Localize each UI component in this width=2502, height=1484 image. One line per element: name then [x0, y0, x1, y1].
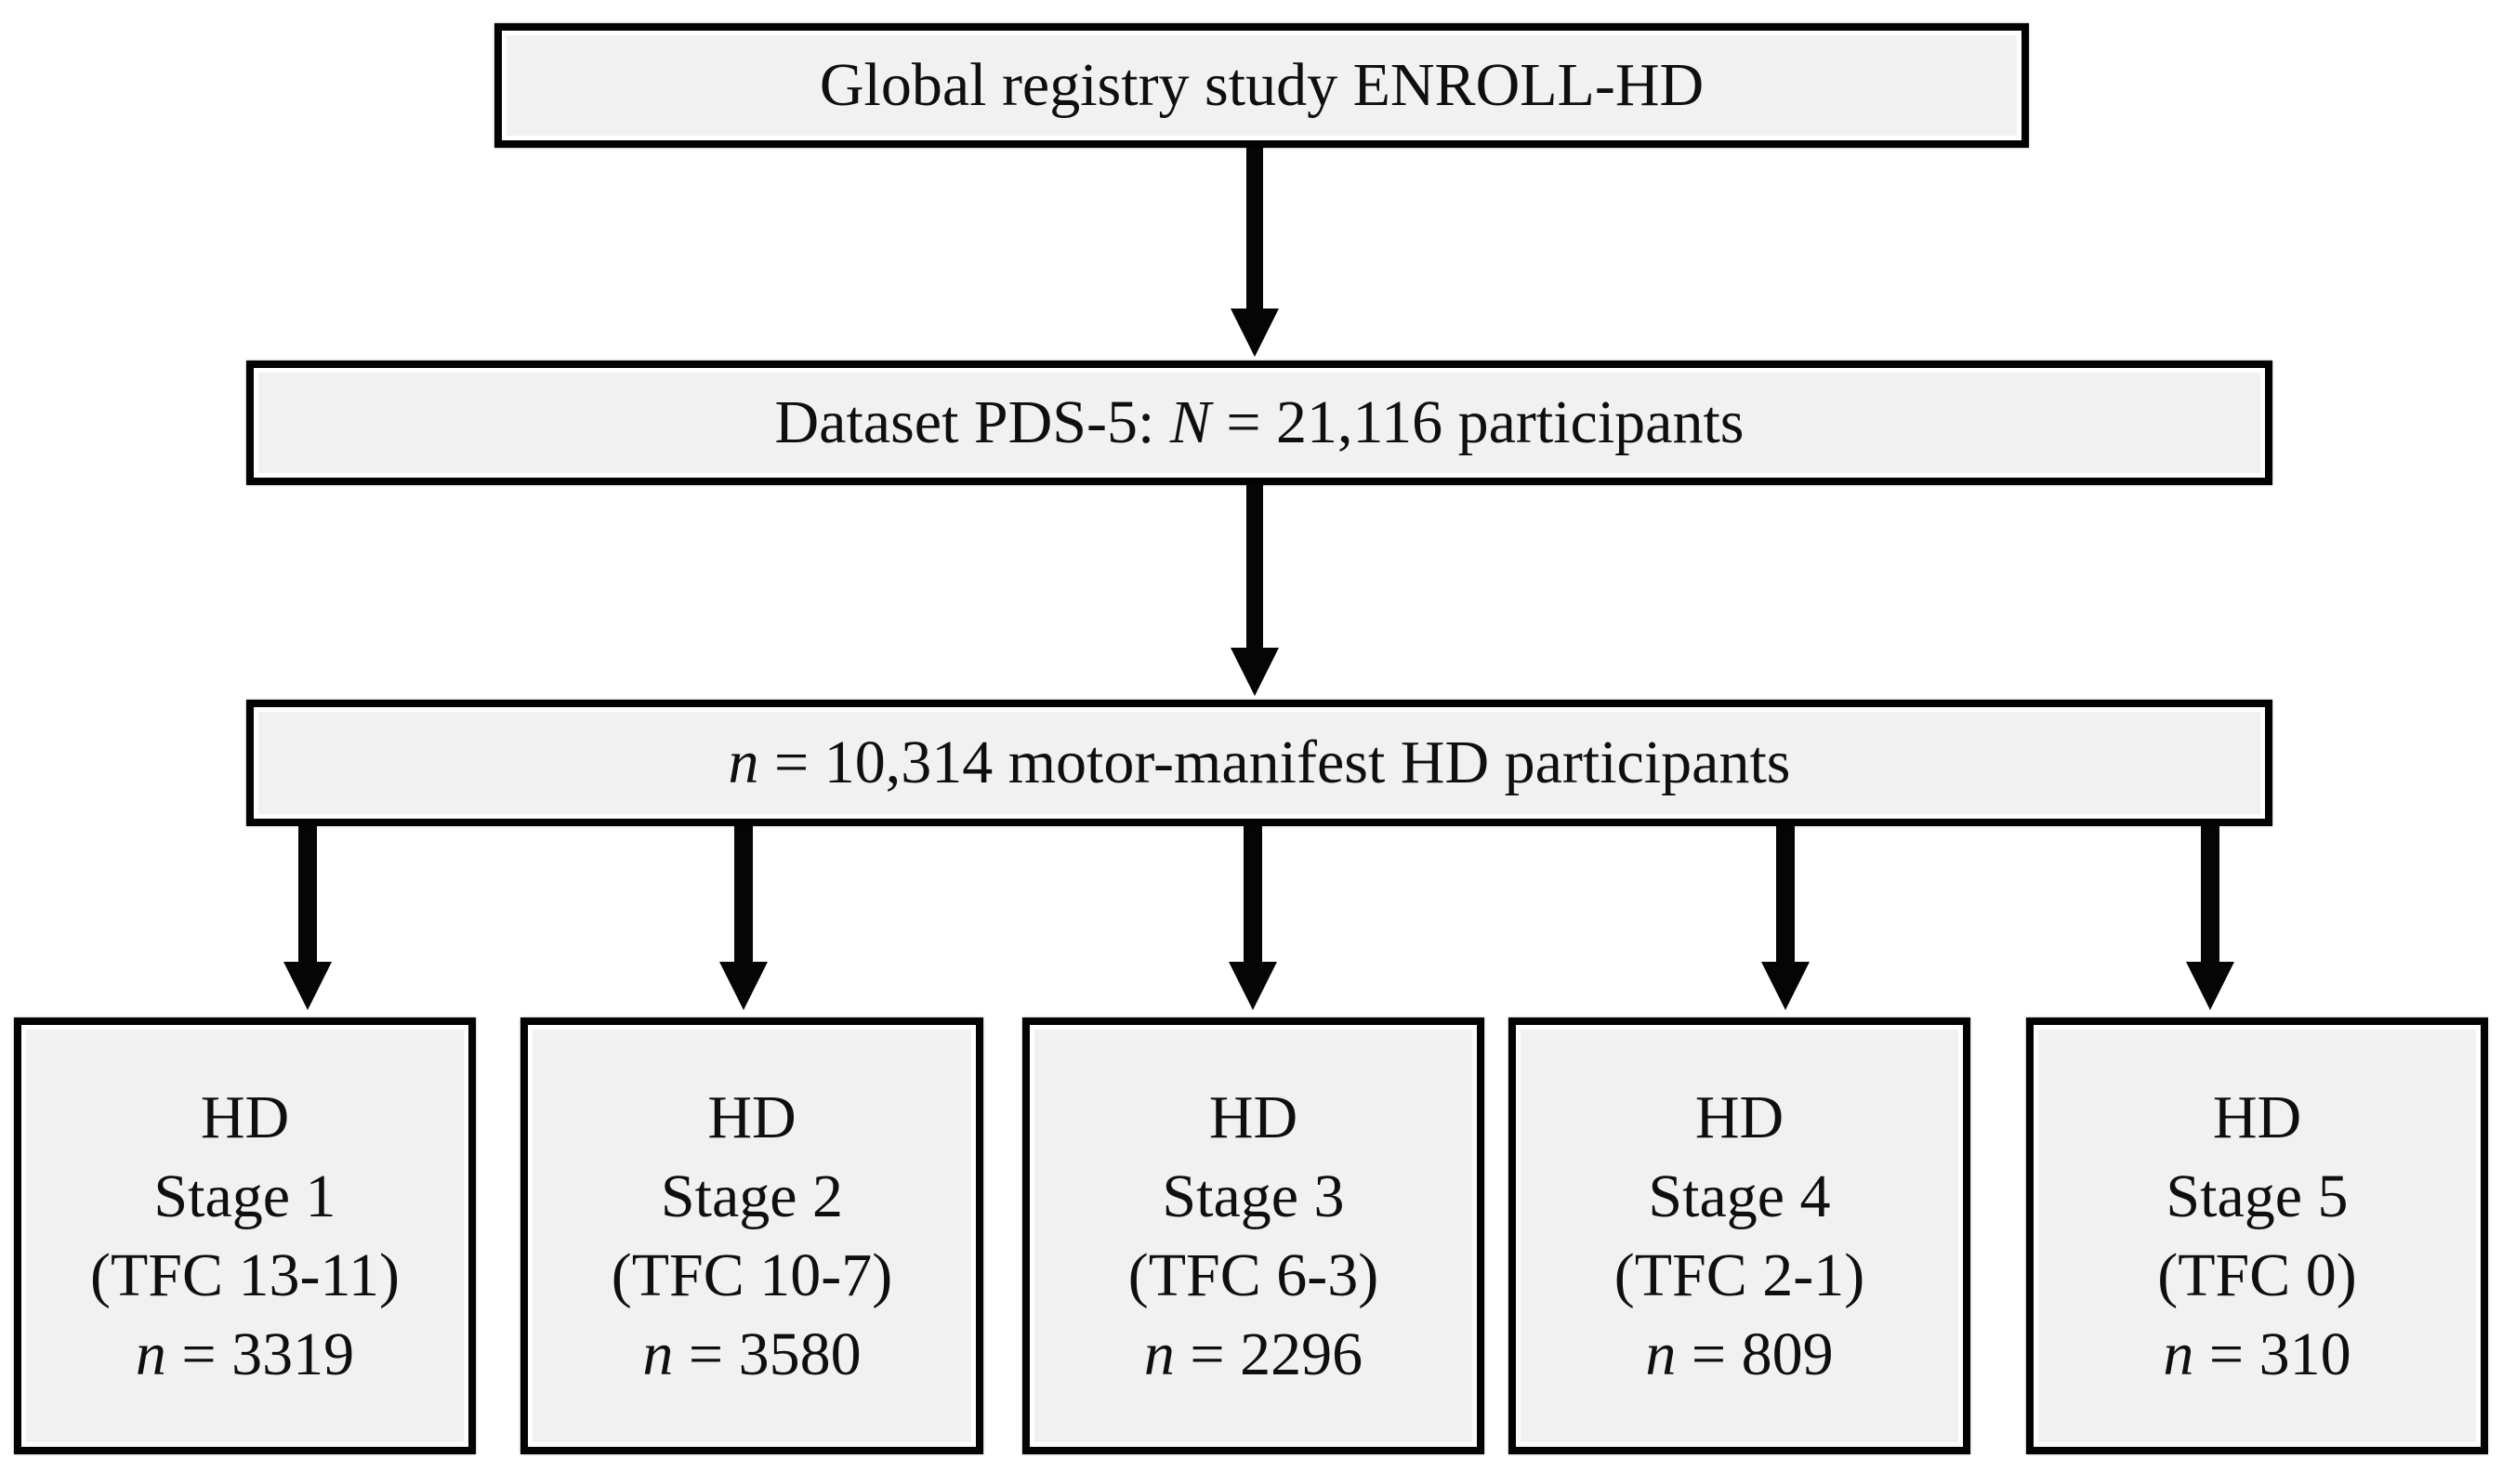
- stage2-tfc: (TFC 10-7): [611, 1241, 893, 1309]
- stage4-disease: HD: [1694, 1083, 1784, 1151]
- stage2-count: n = 3580: [642, 1320, 862, 1388]
- enroll-hd-box: Global registry study ENROLL-HD: [494, 23, 2029, 148]
- dataset-pds5-label: Dataset PDS-5: N = 21,116 participants: [774, 388, 1745, 456]
- stage4-count: n = 809: [1645, 1320, 1834, 1388]
- stage4-stage: Stage 4: [1648, 1162, 1831, 1230]
- hd-stage-4-box: HD Stage 4 (TFC 2-1) n = 809: [1508, 1018, 1970, 1454]
- stage3-stage: Stage 3: [1162, 1162, 1345, 1230]
- stage5-stage: Stage 5: [2166, 1162, 2349, 1230]
- arrow-enroll-to-dataset-icon: [1231, 148, 1279, 357]
- stage1-stage: Stage 1: [153, 1162, 336, 1230]
- dataset-pds5-box: Dataset PDS-5: N = 21,116 participants: [246, 361, 2272, 485]
- stage1-disease: HD: [200, 1083, 290, 1151]
- stage4-tfc: (TFC 2-1): [1613, 1241, 1865, 1309]
- stage1-tfc: (TFC 13-11): [89, 1241, 401, 1309]
- stage3-tfc: (TFC 6-3): [1127, 1241, 1379, 1309]
- motor-manifest-box: n = 10,314 motor-manifest HD participant…: [246, 700, 2272, 826]
- variable-N: N: [1169, 388, 1211, 456]
- stage5-disease: HD: [2212, 1083, 2302, 1151]
- arrow-manifest-to-stage4-icon: [1761, 826, 1810, 1010]
- arrow-manifest-to-stage3-icon: [1229, 826, 1277, 1010]
- hd-stage-1-box: HD Stage 1 (TFC 13-11) n = 3319: [14, 1018, 476, 1454]
- arrow-manifest-to-stage2-icon: [719, 826, 768, 1010]
- stage1-count: n = 3319: [135, 1320, 355, 1388]
- hd-stage-2-box: HD Stage 2 (TFC 10-7) n = 3580: [520, 1018, 983, 1454]
- arrow-dataset-to-manifest-icon: [1231, 485, 1279, 696]
- arrow-manifest-to-stage5-icon: [2186, 826, 2234, 1010]
- variable-n: n: [728, 729, 759, 796]
- stage5-tfc: (TFC 0): [2157, 1241, 2357, 1309]
- motor-manifest-label: n = 10,314 motor-manifest HD participant…: [728, 729, 1791, 796]
- stage3-count: n = 2296: [1143, 1320, 1363, 1388]
- hd-stage-5-box: HD Stage 5 (TFC 0) n = 310: [2026, 1018, 2488, 1454]
- enroll-hd-label: Global registry study ENROLL-HD: [819, 51, 1705, 119]
- stage5-count: n = 310: [2163, 1320, 2351, 1388]
- stage3-disease: HD: [1208, 1083, 1298, 1151]
- stage2-disease: HD: [707, 1083, 797, 1151]
- stage2-stage: Stage 2: [660, 1162, 844, 1230]
- arrow-manifest-to-stage1-icon: [283, 826, 332, 1010]
- hd-stage-3-box: HD Stage 3 (TFC 6-3) n = 2296: [1022, 1018, 1484, 1454]
